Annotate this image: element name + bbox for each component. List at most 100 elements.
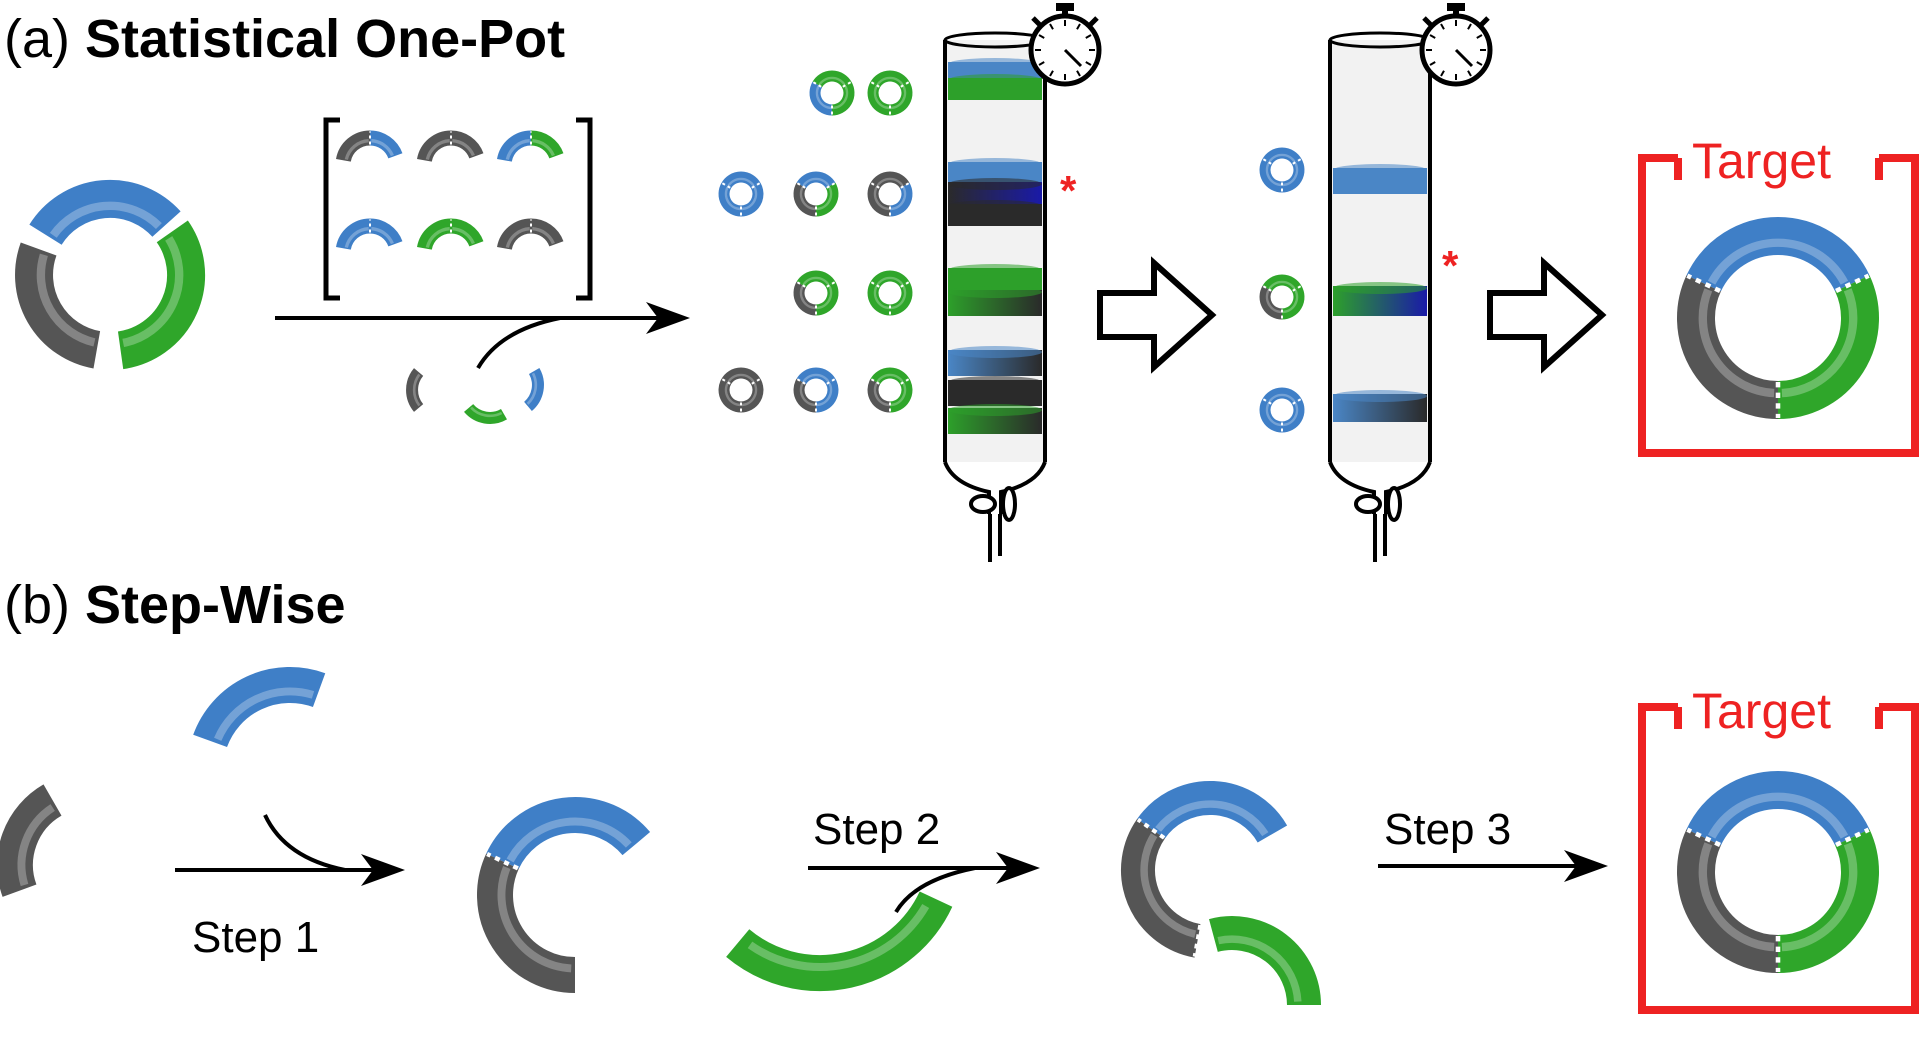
step-2-arrow: [808, 852, 1040, 884]
stepwise-green-fragment: [726, 891, 953, 991]
junction: [826, 182, 836, 189]
arc-right: [815, 281, 839, 316]
frag-lower: [336, 218, 371, 251]
addition-curve: [476, 316, 561, 370]
target-bracket-line: [1638, 154, 1919, 457]
frag-upper: [369, 130, 403, 159]
chromatography-column-1: [943, 31, 1047, 562]
one-pot-arrow: [275, 302, 690, 334]
fragment-green-shine: [122, 236, 184, 348]
arc-top-shine: [1268, 280, 1296, 290]
arc-left: [793, 281, 817, 316]
stopwatch-icon-2: [1419, 3, 1493, 87]
matrix-fragment-1: [336, 130, 403, 163]
stopwatch-hand: [1063, 48, 1083, 68]
arc-right-shine: [1282, 162, 1299, 187]
column-2-ring-2: [1259, 274, 1305, 320]
capping-fragments: [406, 368, 544, 424]
arc-right: [889, 182, 913, 217]
stopwatch-tick: [1440, 70, 1445, 77]
junction: [751, 182, 761, 189]
arc-left: [867, 182, 891, 217]
arc-top-shine: [1268, 393, 1296, 403]
frag-upper: [450, 130, 484, 159]
junction: [796, 182, 806, 189]
arc-right: [1281, 285, 1305, 320]
step-1-curve: [263, 814, 346, 872]
stopwatch-tick: [1429, 61, 1436, 66]
arc-right: [889, 81, 913, 116]
arc-left: [809, 81, 833, 116]
product-ring-r2-3: [867, 171, 913, 217]
arc-left-shine: [1265, 402, 1282, 427]
arc-top: [721, 367, 761, 385]
target-bracket-line: [1638, 703, 1919, 1014]
frag-upper: [450, 218, 484, 247]
column-band-top: [948, 346, 1042, 358]
matrix-fragment-4: [336, 218, 403, 251]
matrix-fragment-2: [417, 130, 484, 163]
s-green-shine: [1217, 935, 1302, 1002]
arc-grey-shine: [1698, 288, 1775, 398]
arc-top-shine: [818, 76, 846, 86]
product-ring-r2-1: [718, 171, 764, 217]
frag-upper-shine: [452, 227, 475, 245]
fragment-blue: [29, 179, 181, 246]
stopwatch-tick: [1085, 61, 1092, 66]
frag-lower: [336, 130, 371, 163]
stopwatch-button: [1031, 16, 1042, 27]
arc-top-shine: [876, 276, 904, 286]
arc-top: [796, 367, 836, 385]
arc-top: [870, 270, 910, 288]
inter-blue: [486, 797, 651, 870]
arc-left-shine: [724, 382, 741, 407]
column-band-top: [1333, 390, 1427, 402]
step-1-arrow: [175, 854, 405, 886]
arc-left-shine: [1265, 289, 1282, 314]
fragment-grey: [15, 242, 101, 369]
target-label-a: Target: [1692, 133, 1831, 189]
frag-upper: [530, 218, 564, 247]
stopwatch-stem: [1062, 9, 1068, 17]
stopwatch-button: [1422, 16, 1433, 27]
arc-left-shine: [799, 285, 816, 310]
target-macrocycle-a: [1677, 217, 1879, 419]
arc-right: [815, 378, 839, 413]
junction: [796, 378, 806, 385]
section-a-title: Statistical One-Pot: [85, 9, 566, 69]
column-2-ring-1: [1259, 147, 1305, 193]
arc-top: [812, 70, 852, 88]
arc-top: [1262, 147, 1302, 165]
column-band-top: [948, 74, 1042, 86]
stepwise-grey-fragment: [0, 784, 63, 897]
frag-lower: [497, 218, 532, 251]
arc-left: [867, 81, 891, 116]
cap-grey: [406, 368, 424, 412]
column-band-top: [948, 264, 1042, 276]
stopwatch-tick: [1429, 34, 1436, 39]
arc-right: [1281, 158, 1305, 193]
arc-left: [1259, 158, 1283, 193]
stopcock-key: [1001, 486, 1017, 522]
blue-fragment-shine: [214, 687, 315, 741]
target-bracket-a: [1638, 154, 1919, 457]
arc-right-shine: [890, 285, 907, 310]
junction: [870, 182, 880, 189]
arc-right: [831, 81, 855, 116]
arc-right: [1281, 398, 1305, 433]
arc-right-shine: [816, 186, 833, 211]
step-1-label: Step 1: [192, 913, 320, 962]
product-ring-r2-2: [793, 171, 839, 217]
arc-blue-shine: [1707, 792, 1849, 839]
arc-left: [1259, 285, 1283, 320]
arc-blue: [1686, 771, 1870, 846]
product-ring-r4-1: [718, 367, 764, 413]
column-band-top: [1333, 282, 1427, 294]
column-band-top: [948, 200, 1042, 212]
junction: [1292, 158, 1302, 165]
frag-lower: [497, 130, 532, 163]
arc-top-shine: [876, 76, 904, 86]
arc-grey-shine: [1698, 842, 1775, 952]
arc-left-shine: [873, 186, 890, 211]
